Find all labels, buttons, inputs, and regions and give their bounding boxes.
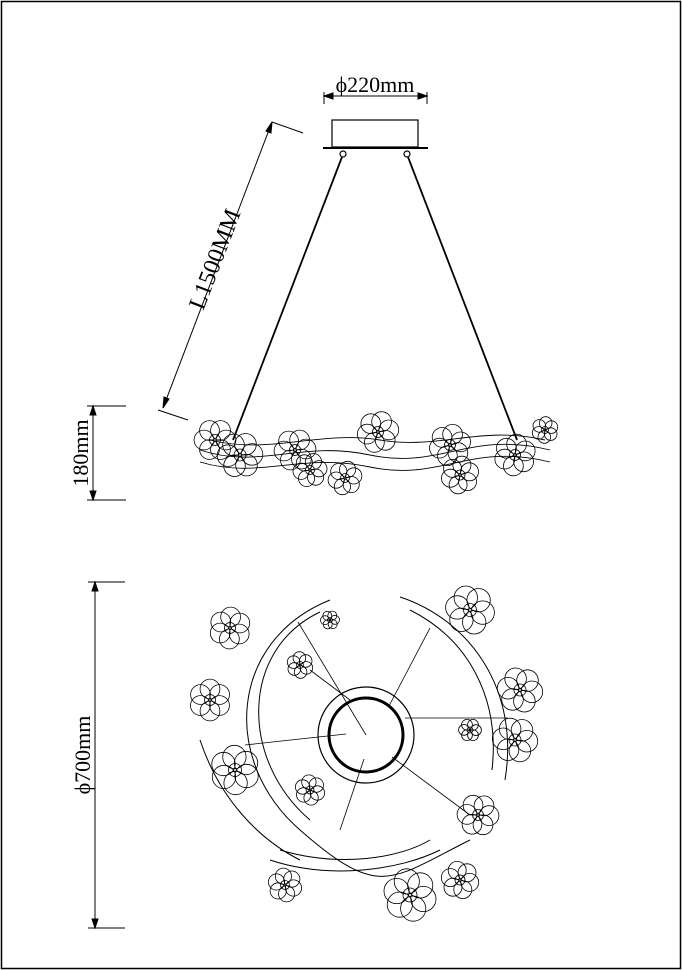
suspension-cables (232, 156, 518, 441)
flower-icon (496, 667, 544, 713)
flower-icon (445, 585, 495, 635)
canopy-dimension (322, 92, 429, 104)
ring-bottom-view (199, 596, 509, 877)
flower-icon (491, 717, 539, 763)
flower-icon (292, 453, 328, 487)
flower-icon (190, 678, 230, 722)
height-dimension (87, 404, 126, 502)
flower-icon (458, 718, 482, 741)
flower-icon (209, 606, 251, 650)
flower-icon (211, 744, 259, 796)
flower-icon (383, 868, 437, 922)
ring-diameter-label: ϕ700mm (70, 716, 95, 795)
flower-icon (441, 455, 479, 495)
canopy (323, 119, 428, 158)
flower-icon (216, 433, 264, 477)
led-spokes (244, 621, 508, 831)
flower-icon (267, 867, 302, 903)
flower-icon (531, 416, 559, 444)
flower-icon (327, 460, 363, 496)
flower-decorations (190, 411, 559, 922)
flower-icon (429, 423, 471, 467)
canopy-diameter-label: ϕ220mm (336, 72, 415, 97)
flower-icon (294, 774, 325, 806)
flower-icon (286, 651, 314, 679)
flower-icon (494, 433, 536, 477)
ring-diameter-dimension (88, 580, 125, 930)
flower-icon (440, 861, 480, 899)
flower-icon (456, 794, 500, 836)
height-label: 180mm (68, 419, 93, 486)
cable-length-label: L1500MM (184, 206, 246, 314)
flower-icon (320, 610, 340, 630)
cable-length-dimension (157, 121, 304, 421)
flower-icon (193, 420, 237, 460)
flower-icon (356, 411, 400, 453)
